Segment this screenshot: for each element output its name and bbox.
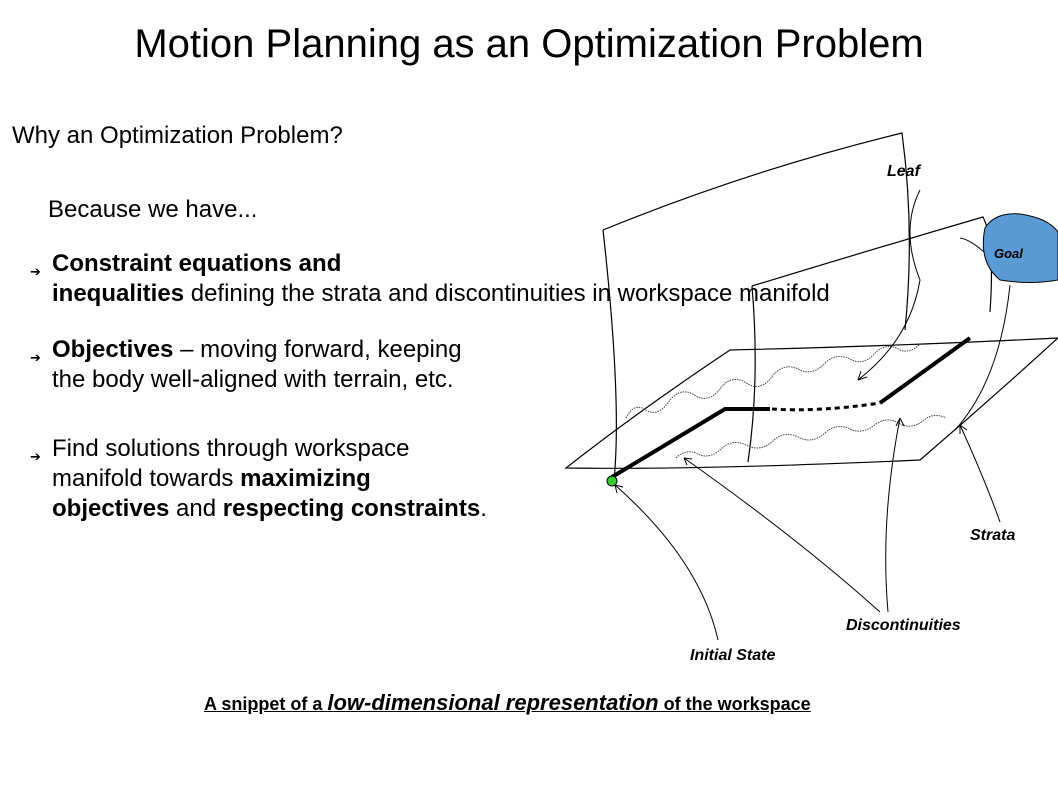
initial-state-pointer	[614, 484, 719, 641]
goal-region	[982, 213, 1058, 283]
bullet-objectives: ➔ Objectives – moving forward, keeping t…	[30, 335, 462, 395]
slide-subtitle: Why an Optimization Problem?	[12, 122, 343, 149]
bullet-constraints: ➔ Constraint equations and inequalities …	[30, 249, 830, 309]
intro-text: Because we have...	[48, 196, 258, 223]
bullet-3-line-1: Find solutions through workspace	[52, 435, 410, 462]
leaf-pointer	[857, 189, 921, 381]
bullet-3-and: and	[169, 495, 223, 522]
bullet-3-bold-constraints: respecting constraints	[222, 495, 481, 522]
bullet-3-period: .	[480, 495, 487, 522]
initial-state-label: Initial State	[690, 647, 775, 664]
trajectory-transition	[771, 401, 881, 412]
trajectory-path-2	[878, 336, 972, 405]
goal-label: Goal	[994, 246, 1023, 261]
bullet-3-bold-objectives: objectives	[52, 495, 170, 522]
discontinuity-wave-1	[625, 343, 921, 419]
strata-plane	[564, 337, 1058, 469]
bullet-solutions: ➔ Find solutions through workspace manif…	[30, 434, 487, 524]
trajectory-path	[610, 407, 770, 479]
leaf-label: Leaf	[887, 163, 922, 180]
goal-pointer	[954, 284, 1011, 431]
caption-part-3: of the workspace	[658, 694, 811, 714]
bullet-2-line-2: the body well-aligned with terrain, etc.	[52, 366, 454, 393]
caption-part-1: A snippet of a	[204, 694, 328, 714]
strata-label: Strata	[970, 527, 1015, 544]
back-leaf	[602, 132, 910, 331]
strata-pointer	[959, 424, 1001, 523]
right-arrow-icon: ➔	[30, 449, 41, 464]
bullet-3-bold-maximizing: maximizing	[240, 465, 371, 492]
bullet-1-bold-term: inequalities	[52, 280, 185, 307]
initial-state-dot	[606, 475, 618, 487]
right-arrow-icon: ➔	[30, 264, 41, 279]
bullet-3-line-2: manifold towards	[52, 465, 241, 492]
discontinuities-label: Discontinuities	[846, 617, 961, 634]
bullet-1-line-1: Constraint equations and	[52, 250, 342, 277]
bullet-2-line-1: – moving forward, keeping	[173, 336, 462, 363]
discontinuity-wave-2	[675, 414, 947, 459]
diagram-caption: A snippet of a low-dimensional represent…	[204, 690, 811, 716]
slide-title: Motion Planning as an Optimization Probl…	[134, 22, 924, 66]
bullet-2-bold-term: Objectives	[52, 336, 174, 363]
right-arrow-icon: ➔	[30, 350, 41, 365]
caption-part-2: low-dimensional representation	[327, 690, 659, 715]
discontinuities-pointer-1	[885, 417, 901, 613]
bullet-1-line-2: defining the strata and discontinuities …	[184, 280, 830, 307]
discontinuities-pointer-2	[683, 457, 881, 613]
